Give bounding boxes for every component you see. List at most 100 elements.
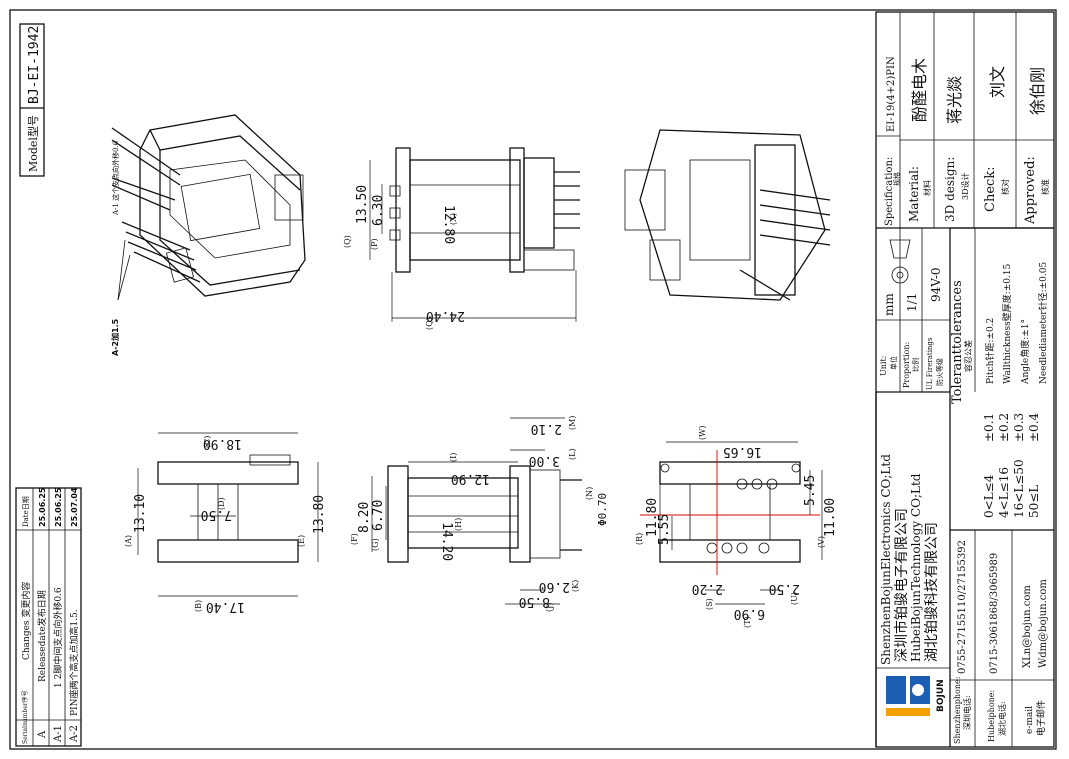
dim-2-10: 2.10 <box>531 421 562 436</box>
design-label: 3D design: <box>943 157 957 222</box>
company2-cn: 湖北铂骏科技有限公司 <box>924 522 940 662</box>
label-r: (R) <box>635 533 644 545</box>
dim-11-80: 11.80 <box>645 498 660 537</box>
dim-13-80: 13.80 <box>312 495 327 534</box>
sz-phone-label: Shenzhenphone: <box>953 677 962 744</box>
hb-phone-label: Hubeiphone: <box>987 690 996 742</box>
change-row-content: 1 2脚中间支点向外移0.6 <box>52 587 64 688</box>
change-row-content: Releasedate发布日期 <box>36 590 48 682</box>
bojun-logo: BOJUN <box>886 676 946 716</box>
fire-label: UL Fireratings <box>926 337 934 390</box>
label-u: (U) <box>790 592 799 605</box>
label-b: (B) <box>194 600 203 612</box>
dim-2-60: 2.60 <box>539 579 570 594</box>
label-t: (T) <box>743 616 752 628</box>
tol-range-2: 4<L≤16 <box>997 467 1011 518</box>
unit-cn: 单位 <box>889 356 898 370</box>
company1-cn: 深圳市铂骏电子有限公司 <box>893 508 910 662</box>
logo-text: BOJUN <box>936 679 946 712</box>
tol-range-3: 16<L≤50 <box>1012 459 1026 518</box>
changes-header-content: Changes 变更内容 <box>20 582 32 660</box>
dim-18-90: 18.90 <box>203 436 242 451</box>
label-f: (F) <box>350 533 359 545</box>
change-row-date: 25.06.25 <box>54 487 63 527</box>
side-view: 13.50 6.30 12.80 24.40 (Q) (P) (X) (Q) <box>343 147 580 330</box>
dim-24-40: 24.40 <box>426 308 465 323</box>
change-row-date: 25.06.25 <box>38 487 47 527</box>
changes-header-date: Date日期 <box>22 496 30 527</box>
dim-2-50: 2.50 <box>769 581 800 596</box>
email-1: XLn@bojun.com <box>1022 585 1033 668</box>
callout-a2: A-2加1.5 <box>110 318 120 356</box>
company1-en: ShenzhenBojunElectronics CO;Ltd <box>879 454 893 665</box>
tol-range-1: 0<L≤4 <box>982 474 996 518</box>
label-q-top: (Q) <box>343 235 352 248</box>
tol-title: Toleranttolerances <box>950 280 965 404</box>
dim-7-50: 7.50 <box>201 507 232 522</box>
dim-12-90: 12.90 <box>451 471 490 486</box>
change-row-no: A-1 <box>53 725 64 743</box>
dim-13-50: 13.50 <box>355 185 370 224</box>
label-d: (D) <box>217 497 226 510</box>
design-value: 蒋光燚 <box>945 76 964 124</box>
model-value: BJ-EI-1942 <box>27 26 42 104</box>
change-row-date: 25.07.04 <box>70 487 79 527</box>
tol-val-3: ±0.3 <box>1012 413 1026 442</box>
company2-en: HubeiBojunTechnology CO;Ltd <box>909 473 923 662</box>
design-cn: 3D设计 <box>960 172 970 200</box>
end-view: 18.90 13.10 7.50 17.40 13.80 (C) (A) (D)… <box>124 432 327 614</box>
check-cn: 核对 <box>1000 179 1010 195</box>
sheet-border <box>9 9 1057 750</box>
dim-8-20: 8.20 <box>357 502 372 533</box>
dim-6-70: 6.70 <box>371 500 386 531</box>
dim-12-80: 12.80 <box>441 205 456 244</box>
check-label: Check: <box>983 166 998 212</box>
approved-label: Approved: <box>1023 156 1038 225</box>
label-g: (G) <box>371 538 380 551</box>
tol-pitch: Pitch针距:±0.2 <box>984 318 996 384</box>
approved-value: 徐伯刚 <box>1028 67 1047 115</box>
dim-5-55: 5.55 <box>657 514 672 545</box>
label-a: (A) <box>124 535 133 547</box>
dim-17-40: 17.40 <box>206 599 245 614</box>
tol-val-4: ±0.4 <box>1027 412 1041 442</box>
unit-value: mm <box>882 293 896 316</box>
label-l: (L) <box>568 448 577 460</box>
tol-val-1: ±0.1 <box>982 413 996 442</box>
dim-6-30: 6.30 <box>371 195 386 226</box>
pin-view: 16.65 5.45 11.80 5.55 11.00 2.20 6.90 2.… <box>635 426 838 628</box>
tol-val-2: ±0.2 <box>997 413 1011 442</box>
dim-3-00: 3.00 <box>529 453 560 468</box>
model-block: Model型号 BJ-EI-1942 <box>19 23 45 177</box>
change-row-no: A-2 <box>69 725 80 743</box>
sz-phone-cn: 深圳电话: <box>962 695 972 730</box>
changes-header-no: Serialnumber序号 <box>21 690 29 744</box>
dim-phi-0-70: Φ0.70 <box>596 493 609 526</box>
label-qq: (Q) <box>425 317 434 330</box>
label-x: (X) <box>449 213 458 225</box>
spec-cn: 规格 <box>892 172 901 186</box>
label-n: (N) <box>585 487 594 500</box>
dim-6-90: 6.90 <box>734 606 765 621</box>
check-value: 刘文 <box>988 66 1007 98</box>
label-k: (K) <box>571 580 580 592</box>
label-i: (I) <box>449 453 458 462</box>
material-value: 酚醛电木 <box>910 58 929 122</box>
section-view: 2.10 3.00 12.90 8.20 6.70 14.20 2.60 8.5… <box>350 416 609 612</box>
title-block: Specification: 规格 EI-19(4+2)PIN Material… <box>875 11 1055 748</box>
material-cn: 材料 <box>922 180 932 196</box>
email-label: e-mail <box>1025 706 1035 734</box>
dim-5-45: 5.45 <box>803 475 818 506</box>
label-p: (P) <box>370 238 379 250</box>
material-label: Material: <box>907 166 921 222</box>
unit-label: Unit: <box>879 356 888 376</box>
label-e: (E) <box>297 535 306 547</box>
spec-label: Specification: <box>884 157 895 226</box>
hb-phone: 0715-3061868/3065989 <box>989 553 1000 674</box>
changes-table: Serialnumber序号 Changes 变更内容 Date日期 A Rel… <box>15 487 82 747</box>
prop-value: 1/1 <box>905 293 919 312</box>
isometric-view-1: A-1 这个支点向外移0.6 A-2加1.5 <box>110 114 306 356</box>
label-s: (S) <box>705 598 714 610</box>
dim-2-20: 2.20 <box>692 581 723 596</box>
